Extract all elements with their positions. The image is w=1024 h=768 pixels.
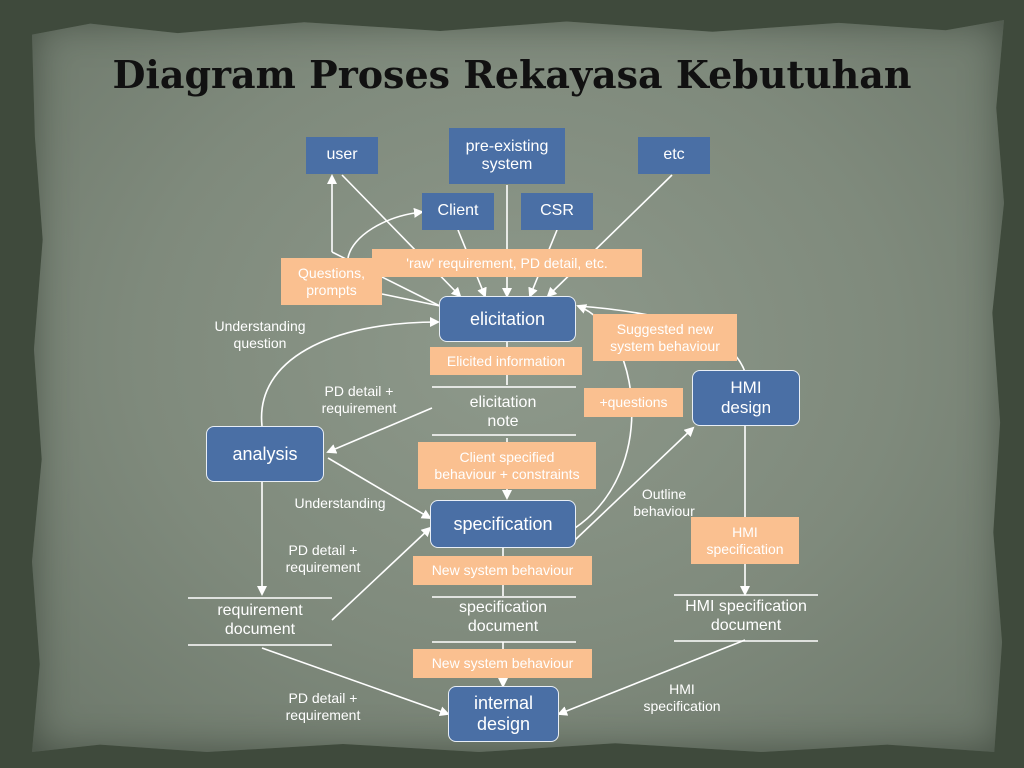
label-pd-detail-2: PD detail + requirement	[285, 542, 361, 575]
label-pd-detail-3: PD detail + requirement	[285, 690, 361, 723]
doc-elicitation-note: elicitation note	[469, 394, 537, 431]
node-csr: CSR	[521, 193, 593, 230]
tag-questions-prompts: Questions, prompts	[281, 258, 382, 305]
tag-elicited-information: Elicited information	[430, 347, 582, 375]
node-etc: etc	[638, 137, 710, 174]
tag-client-specified: Client specified behaviour + constraints	[418, 442, 596, 489]
node-pre-existing-system: pre-existing system	[449, 128, 565, 184]
node-internal-design: internal design	[448, 686, 559, 742]
node-elicitation: elicitation	[439, 296, 576, 342]
tag-raw-requirement: 'raw' requirement, PD detail, etc.	[372, 249, 642, 277]
tag-new-system-behaviour-2: New system behaviour	[413, 649, 592, 678]
tag-hmi-specification: HMI specification	[691, 517, 799, 564]
label-hmi-specification-edge: HMI specification	[643, 681, 721, 714]
doc-hmi-specification-document: HMI specification document	[685, 598, 807, 635]
node-user: user	[306, 137, 378, 174]
tag-plus-questions: +questions	[584, 388, 683, 417]
tag-new-system-behaviour-1: New system behaviour	[413, 556, 592, 585]
tag-suggested-behaviour: Suggested new system behaviour	[593, 314, 737, 361]
node-hmi-design: HMI design	[692, 370, 800, 426]
page-title: Diagram Proses Rekayasa Kebutuhan	[112, 52, 912, 97]
doc-specification-document: specification document	[458, 599, 548, 636]
label-outline-behaviour: Outline behaviour	[633, 486, 695, 519]
node-analysis: analysis	[206, 426, 324, 482]
node-client: Client	[422, 193, 494, 230]
label-pd-detail-1: PD detail + requirement	[321, 383, 397, 416]
label-understanding: Understanding	[294, 495, 386, 511]
doc-requirement-document: requirement document	[217, 602, 303, 639]
label-understanding-question: Understanding question	[214, 318, 306, 351]
node-specification: specification	[430, 500, 576, 548]
